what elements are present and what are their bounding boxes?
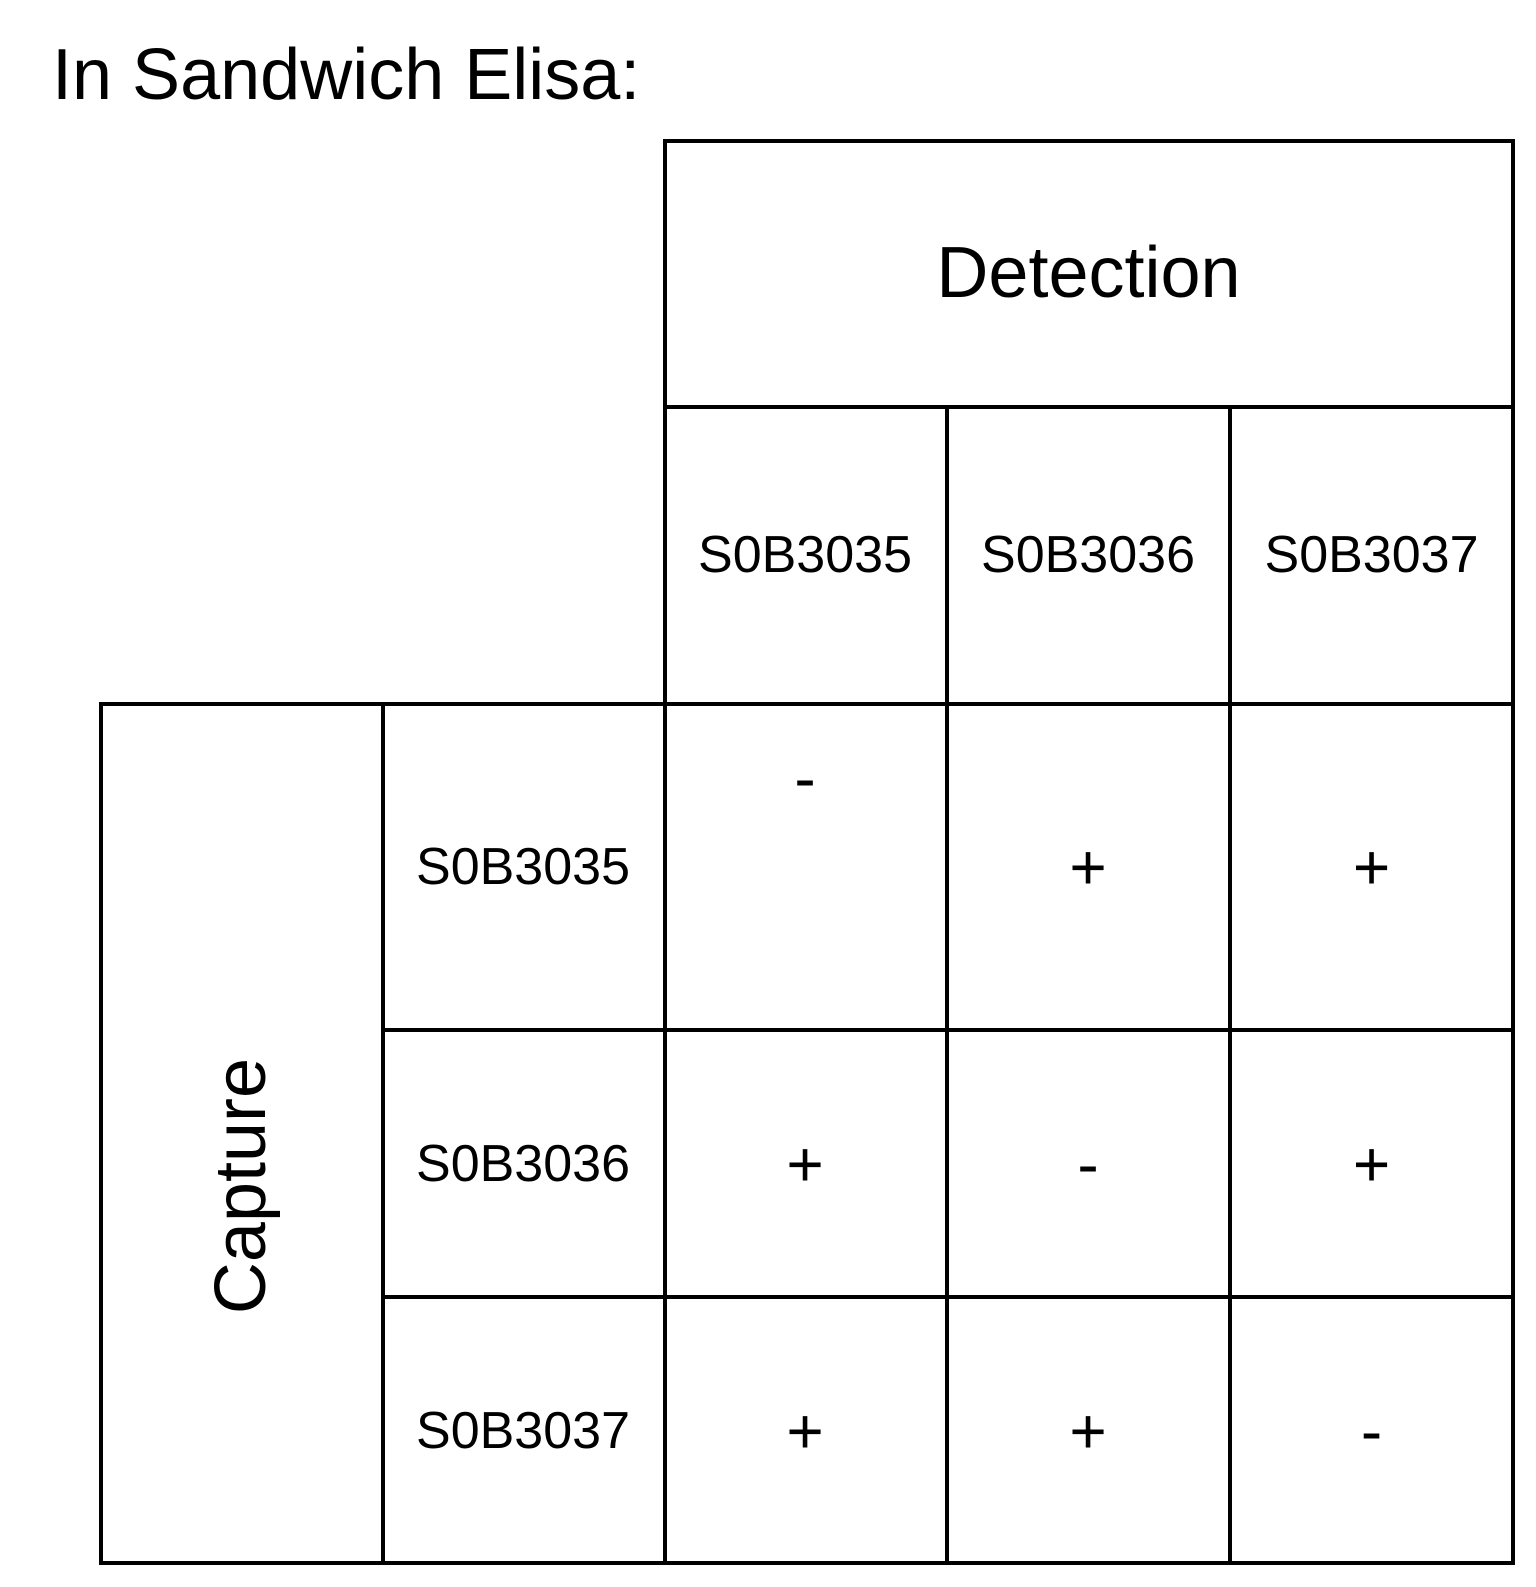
- column-header-label: S0B3035: [698, 526, 912, 584]
- row-header-1: S0B3035: [382, 704, 664, 1030]
- grid-line: [664, 405, 1514, 409]
- column-header-1: S0B3035: [664, 406, 946, 704]
- row-header-3: S0B3037: [382, 1297, 664, 1565]
- result-cell-r2-c1: +: [664, 1030, 946, 1297]
- grid-line: [663, 139, 667, 1565]
- result-value: +: [1352, 1127, 1391, 1200]
- grid-line: [381, 702, 385, 1565]
- grid-line: [945, 405, 949, 1565]
- capture-header: Capture: [100, 704, 382, 1565]
- grid-line: [664, 139, 1514, 143]
- grid-line: [99, 702, 103, 1565]
- column-header-label: S0B3037: [1264, 526, 1479, 584]
- result-cell-r1-c3: +: [1230, 704, 1513, 1030]
- result-value: -: [794, 742, 816, 814]
- result-value: +: [1069, 1395, 1107, 1467]
- grid-line: [99, 1561, 1514, 1565]
- result-value: +: [786, 1127, 824, 1200]
- grid-line: [1511, 139, 1515, 1565]
- grid-line: [99, 702, 1514, 706]
- detection-label: Detection: [936, 233, 1241, 313]
- row-header-2: S0B3036: [382, 1030, 664, 1297]
- capture-label: Capture: [201, 1058, 281, 1315]
- result-value: +: [786, 1395, 824, 1467]
- column-header-label: S0B3036: [981, 526, 1195, 584]
- result-value: -: [1360, 1395, 1383, 1467]
- result-cell-r3-c1: +: [664, 1297, 946, 1565]
- column-header-3: S0B3037: [1230, 406, 1513, 704]
- result-value: -: [1077, 1127, 1099, 1200]
- row-header-label: S0B3036: [416, 1134, 630, 1193]
- result-cell-r2-c3: +: [1230, 1030, 1513, 1297]
- detection-header: Detection: [664, 140, 1513, 406]
- row-header-label: S0B3037: [416, 1402, 630, 1460]
- row-header-label: S0B3035: [416, 838, 630, 896]
- result-cell-r1-c1: -: [664, 704, 946, 1030]
- column-header-2: S0B3036: [946, 406, 1230, 704]
- result-value: +: [1352, 831, 1391, 903]
- grid-line: [1228, 405, 1232, 1565]
- page-title: In Sandwich Elisa:: [52, 35, 641, 115]
- result-cell-r2-c2: -: [946, 1030, 1230, 1297]
- result-cell-r3-c2: +: [946, 1297, 1230, 1565]
- result-cell-r1-c2: +: [946, 704, 1230, 1030]
- result-cell-r3-c3: -: [1230, 1297, 1513, 1565]
- result-value: +: [1069, 831, 1107, 903]
